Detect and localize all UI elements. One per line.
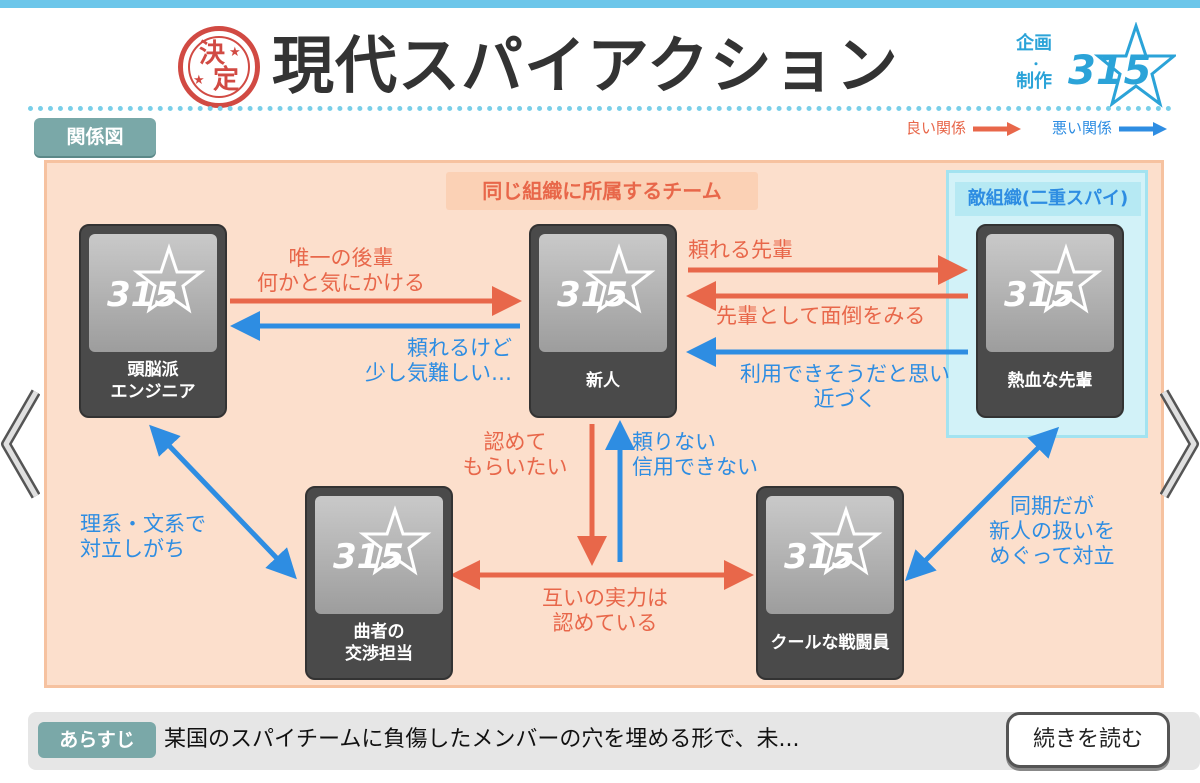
relation-label: 理系・文系で 対立しがち: [80, 512, 206, 561]
relation-label: 認めて もらいたい: [462, 430, 568, 479]
character-name: 新人: [586, 371, 620, 391]
character-placeholder-image: 315: [89, 234, 217, 352]
character-card-senior[interactable]: 315 熱血な先輩: [976, 224, 1124, 418]
stamp-star-icon: ★: [229, 45, 241, 60]
character-name: 曲者の 交渉担当: [345, 622, 413, 664]
character-card-negotiator[interactable]: 315 曲者の 交渉担当: [305, 486, 453, 680]
summary-text: 某国のスパイチームに負傷したメンバーの穴を埋める形で、未...: [164, 727, 800, 752]
relation-label: 先輩として面倒をみる: [716, 304, 926, 328]
production-logo: 企画 ・ 制作 315: [1010, 22, 1180, 112]
arrow-senior-fighter: [904, 426, 1060, 582]
credit-plan: 企画: [1016, 33, 1052, 54]
summary-tag: あらすじ: [38, 722, 156, 758]
credit-produce: 制作: [1016, 71, 1052, 92]
stamp-char-top: 決: [199, 39, 226, 69]
relation-label: 頼れるけど 少し気難しい…: [365, 336, 512, 385]
header-divider: [28, 106, 1172, 111]
arrow-right-icon: [972, 121, 1021, 136]
next-arrow-icon[interactable]: [1160, 384, 1200, 504]
315-logo-icon: 315: [557, 243, 656, 315]
legend-good: 良い関係: [906, 118, 1023, 138]
character-name: クールな戦闘員: [770, 633, 890, 653]
character-placeholder-image: 315: [766, 496, 894, 614]
315-logo-icon: 315: [1004, 243, 1103, 315]
legend-bad-label: 悪い関係: [1052, 119, 1113, 137]
prev-arrow-icon[interactable]: [0, 384, 40, 504]
logo-text: 315: [1068, 48, 1152, 94]
svg-text:315: 315: [107, 275, 178, 315]
315-logo-icon: 315: [107, 243, 206, 315]
relation-label: 頼れる先輩: [688, 238, 793, 262]
character-placeholder-image: 315: [986, 234, 1114, 352]
page-title: 現代スパイアクション: [272, 29, 899, 102]
summary-bar: [28, 712, 1200, 770]
svg-text:315: 315: [557, 275, 628, 315]
315-logo-icon: 315: [1068, 22, 1176, 108]
character-card-newbie[interactable]: 315 新人: [529, 224, 677, 418]
section-tag: 関係図: [34, 118, 156, 156]
character-placeholder-image: 315: [539, 234, 667, 352]
relation-label: 同期だが 新人の扱いを めぐって対立: [989, 494, 1115, 568]
header: 決 定 ★ ★ 現代スパイアクション 企画 ・ 制作 315: [0, 8, 1200, 111]
stamp-star-icon: ★: [193, 73, 205, 88]
svg-text:315: 315: [784, 537, 855, 577]
character-name: 頭脳派 エンジニア: [110, 360, 196, 402]
character-name: 熱血な先輩: [1007, 371, 1093, 391]
svg-text:315: 315: [1004, 275, 1075, 315]
read-more-button[interactable]: 続きを読む: [1006, 712, 1170, 768]
character-card-engineer[interactable]: 315 頭脳派 エンジニア: [79, 224, 227, 418]
decided-stamp: 決 定 ★ ★: [178, 26, 260, 108]
svg-text:315: 315: [333, 537, 404, 577]
enemy-group-label: 敵組織(二重スパイ): [955, 182, 1141, 216]
top-accent-strip: [0, 0, 1200, 8]
relation-label: 利用できそうだと思い 近づく: [740, 362, 950, 411]
arrow-right-icon: [1118, 121, 1167, 136]
315-logo-icon: 315: [784, 505, 883, 577]
stamp-char-bottom: 定: [213, 65, 240, 95]
character-card-fighter[interactable]: 315 クールな戦闘員: [756, 486, 904, 680]
team-group-label: 同じ組織に所属するチーム: [446, 172, 758, 210]
relation-label: 唯一の後輩 何かと気にかける: [257, 246, 425, 295]
relation-label: 互いの実力は 認めている: [542, 586, 668, 635]
character-placeholder-image: 315: [315, 496, 443, 614]
arrow-engineer-negotiator: [149, 424, 297, 580]
relation-label: 頼りない 信用できない: [632, 430, 758, 479]
legend-good-label: 良い関係: [906, 119, 967, 137]
315-logo-icon: 315: [333, 505, 432, 577]
legend-bad: 悪い関係: [1052, 118, 1169, 138]
